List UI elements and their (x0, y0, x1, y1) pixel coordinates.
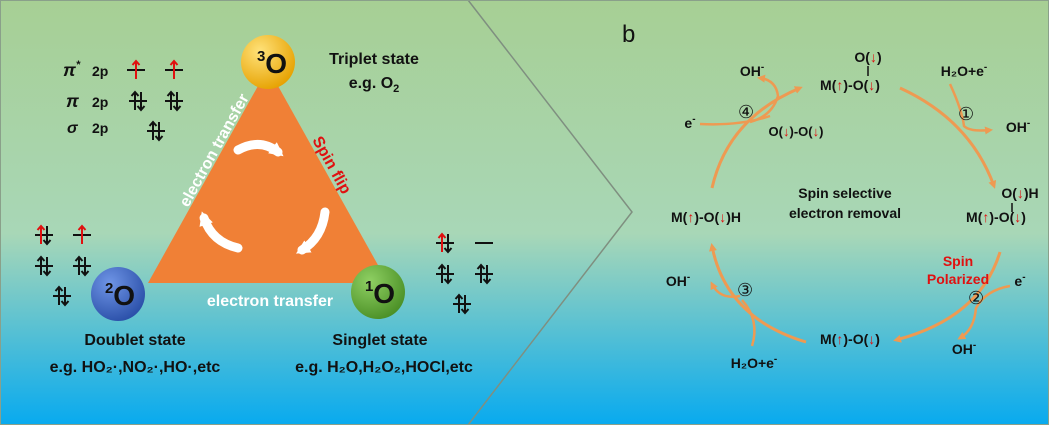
orbital-pi-star-label: π* (63, 59, 81, 80)
species-left-complex: M(↑)-O(↓)H (671, 209, 741, 225)
species-oh-1: OH- (1006, 118, 1030, 135)
center-line-1: Spin selective (798, 185, 892, 201)
e-in-4 (699, 114, 771, 126)
cycle-arrows (709, 86, 1002, 344)
singlet-sup: 1 (365, 278, 373, 295)
triplet-pi-1 (129, 90, 147, 112)
doublet-pistar-1 (35, 224, 53, 246)
singlet-example: e.g. H₂O,H₂O₂,HOCl,etc (295, 359, 473, 376)
svg-text:2O: 2O (105, 280, 135, 311)
singlet-state-label: Singlet state (332, 332, 427, 349)
orbital-pi-level: 2p (92, 94, 108, 110)
cycle-arrow-1 (899, 86, 997, 189)
species-oh-2: OH- (952, 340, 976, 357)
spin-line-2: Polarized (927, 271, 989, 287)
species-h2o-1: H₂O+e- (941, 62, 988, 79)
cycle-arrow-2 (893, 251, 1002, 343)
step-4: ④ (738, 102, 754, 122)
cycle-arrow-4 (710, 86, 803, 189)
rotation-arrow-top (233, 140, 284, 157)
triplet-example: e.g. O2 (349, 75, 400, 95)
center-line-2: electron removal (789, 205, 901, 221)
species-labels: O(↓) M(↑)-O(↓) OH-e- O(↓)-O(↓) H₂O+e- OH- O(↓)… (666, 49, 1039, 371)
species-h2o-3: H₂O+e- (731, 354, 778, 371)
h2o-in-1 (948, 83, 993, 135)
species-oh-4: OH- (740, 62, 764, 79)
species-oh-3: OH- (666, 272, 690, 289)
panel-b: b ④ ① ② ③ Spin selective electron remova… (622, 21, 1039, 371)
doublet-symbol: O (113, 280, 135, 311)
species-e-2: e- (1014, 272, 1025, 289)
panel-divider (467, 0, 633, 426)
orbital-sigma-level: 2p (92, 120, 108, 136)
species-bottom-complex: M(↑)-O(↓) (820, 331, 880, 347)
doublet-sup: 2 (105, 280, 113, 297)
doublet-pi-2 (73, 255, 91, 277)
species-top-o: O(↓) (854, 49, 881, 65)
singlet-symbol: O (373, 278, 395, 309)
singlet-pi-1 (436, 263, 454, 285)
species-right-complex: M(↑)-O(↓) (966, 209, 1026, 225)
cycle-arrow-3 (709, 243, 807, 344)
orbital-diagrams (35, 59, 493, 315)
singlet-node: 1O (351, 265, 405, 319)
e-in-2 (957, 284, 1011, 340)
doublet-sigma (53, 285, 71, 307)
rotation-arrow-right (295, 207, 330, 255)
spin-line-1: Spin (943, 253, 973, 269)
step-3: ③ (737, 280, 753, 300)
oh-release-3 (710, 281, 741, 298)
doublet-pistar-2 (73, 224, 91, 244)
panel-a: electron transfer Spin flip electron tra… (35, 35, 493, 376)
doublet-state-label: Doublet state (84, 332, 185, 349)
singlet-sigma (453, 293, 471, 315)
step-2: ② (968, 288, 984, 308)
doublet-pi-1 (35, 255, 53, 277)
species-e-4: e- (684, 114, 695, 131)
triplet-sigma (147, 120, 165, 142)
rotation-arrow-left (199, 211, 243, 253)
triplet-node: 3O (241, 35, 295, 89)
h2o-in-3 (741, 299, 756, 347)
species-right-ooh: O(↓)H (1001, 185, 1038, 201)
triplet-pi-2 (165, 90, 183, 112)
panel-b-label: b (622, 21, 635, 48)
doublet-example: e.g. HO₂·,NO₂·,HO·,etc (50, 359, 221, 376)
triplet-state-label: Triplet state (329, 51, 419, 68)
species-oo-4: O(↓)-O(↓) (769, 124, 824, 139)
triplet-pistar-2 (165, 59, 183, 79)
orbital-pi-label: π (66, 91, 79, 111)
species-top-complex: M(↑)-O(↓) (820, 77, 880, 93)
oh-release-4 (749, 74, 780, 124)
triplet-pistar-1 (127, 59, 145, 79)
bottom-edge-label: electron transfer (207, 293, 333, 310)
orbital-pi-star-level: 2p (92, 63, 108, 79)
triplet-sup: 3 (257, 48, 265, 65)
doublet-node: 2O (91, 267, 145, 321)
triplet-symbol: O (265, 48, 287, 79)
orbital-sigma-label: σ (67, 120, 79, 137)
svg-text:3O: 3O (257, 48, 287, 79)
side-arrows (699, 74, 1011, 347)
svg-text:1O: 1O (365, 278, 395, 309)
singlet-pistar-1 (436, 232, 454, 254)
step-1: ① (958, 104, 974, 124)
singlet-pi-2 (475, 263, 493, 285)
